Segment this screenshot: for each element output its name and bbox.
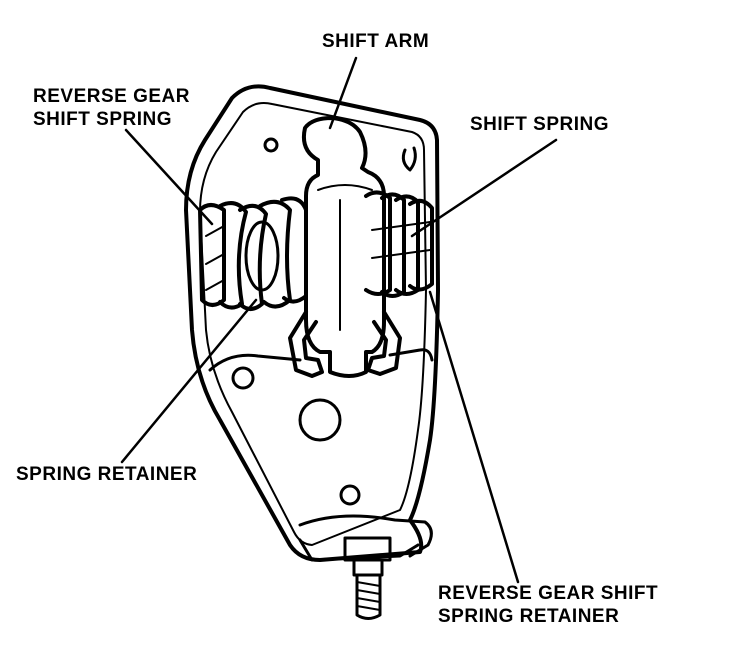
- label-reverse-gear-shift-spring: REVERSE GEAR SHIFT SPRING: [33, 85, 190, 131]
- reverse-gear-shift-spring: [198, 196, 308, 311]
- label-reverse-gear-shift-spring-line2: SHIFT SPRING: [33, 109, 173, 130]
- label-reverse-gear-shift-spring-retainer-line2: SPRING RETAINER: [438, 606, 620, 627]
- leader-lines: [120, 56, 558, 584]
- label-spring-retainer-text: SPRING RETAINER: [16, 464, 198, 485]
- label-spring-retainer: SPRING RETAINER: [16, 463, 197, 486]
- label-shift-arm: SHIFT ARM: [322, 30, 429, 53]
- lower-bracket-ledge: [208, 348, 434, 562]
- shift-arm: [301, 116, 386, 378]
- label-reverse-gear-shift-spring-retainer-line1: REVERSE GEAR SHIFT: [438, 583, 659, 604]
- shift-spring: [364, 190, 434, 298]
- label-shift-spring: SHIFT SPRING: [470, 113, 609, 136]
- label-shift-arm-text: SHIFT ARM: [322, 31, 430, 52]
- label-reverse-gear-shift-spring-line1: REVERSE GEAR: [33, 86, 190, 107]
- leader-shift-spring: [410, 138, 558, 238]
- mounting-stud: [343, 536, 392, 620]
- leader-reverse-gear-shift-spring-retainer: [428, 290, 520, 584]
- leader-spring-retainer: [120, 298, 258, 464]
- fork-clips: [288, 310, 402, 378]
- leader-reverse-gear-shift-spring: [124, 128, 214, 226]
- label-shift-spring-text: SHIFT SPRING: [470, 114, 610, 135]
- leader-shift-arm: [328, 56, 358, 130]
- label-reverse-gear-shift-spring-retainer: REVERSE GEAR SHIFT SPRING RETAINER: [438, 582, 658, 628]
